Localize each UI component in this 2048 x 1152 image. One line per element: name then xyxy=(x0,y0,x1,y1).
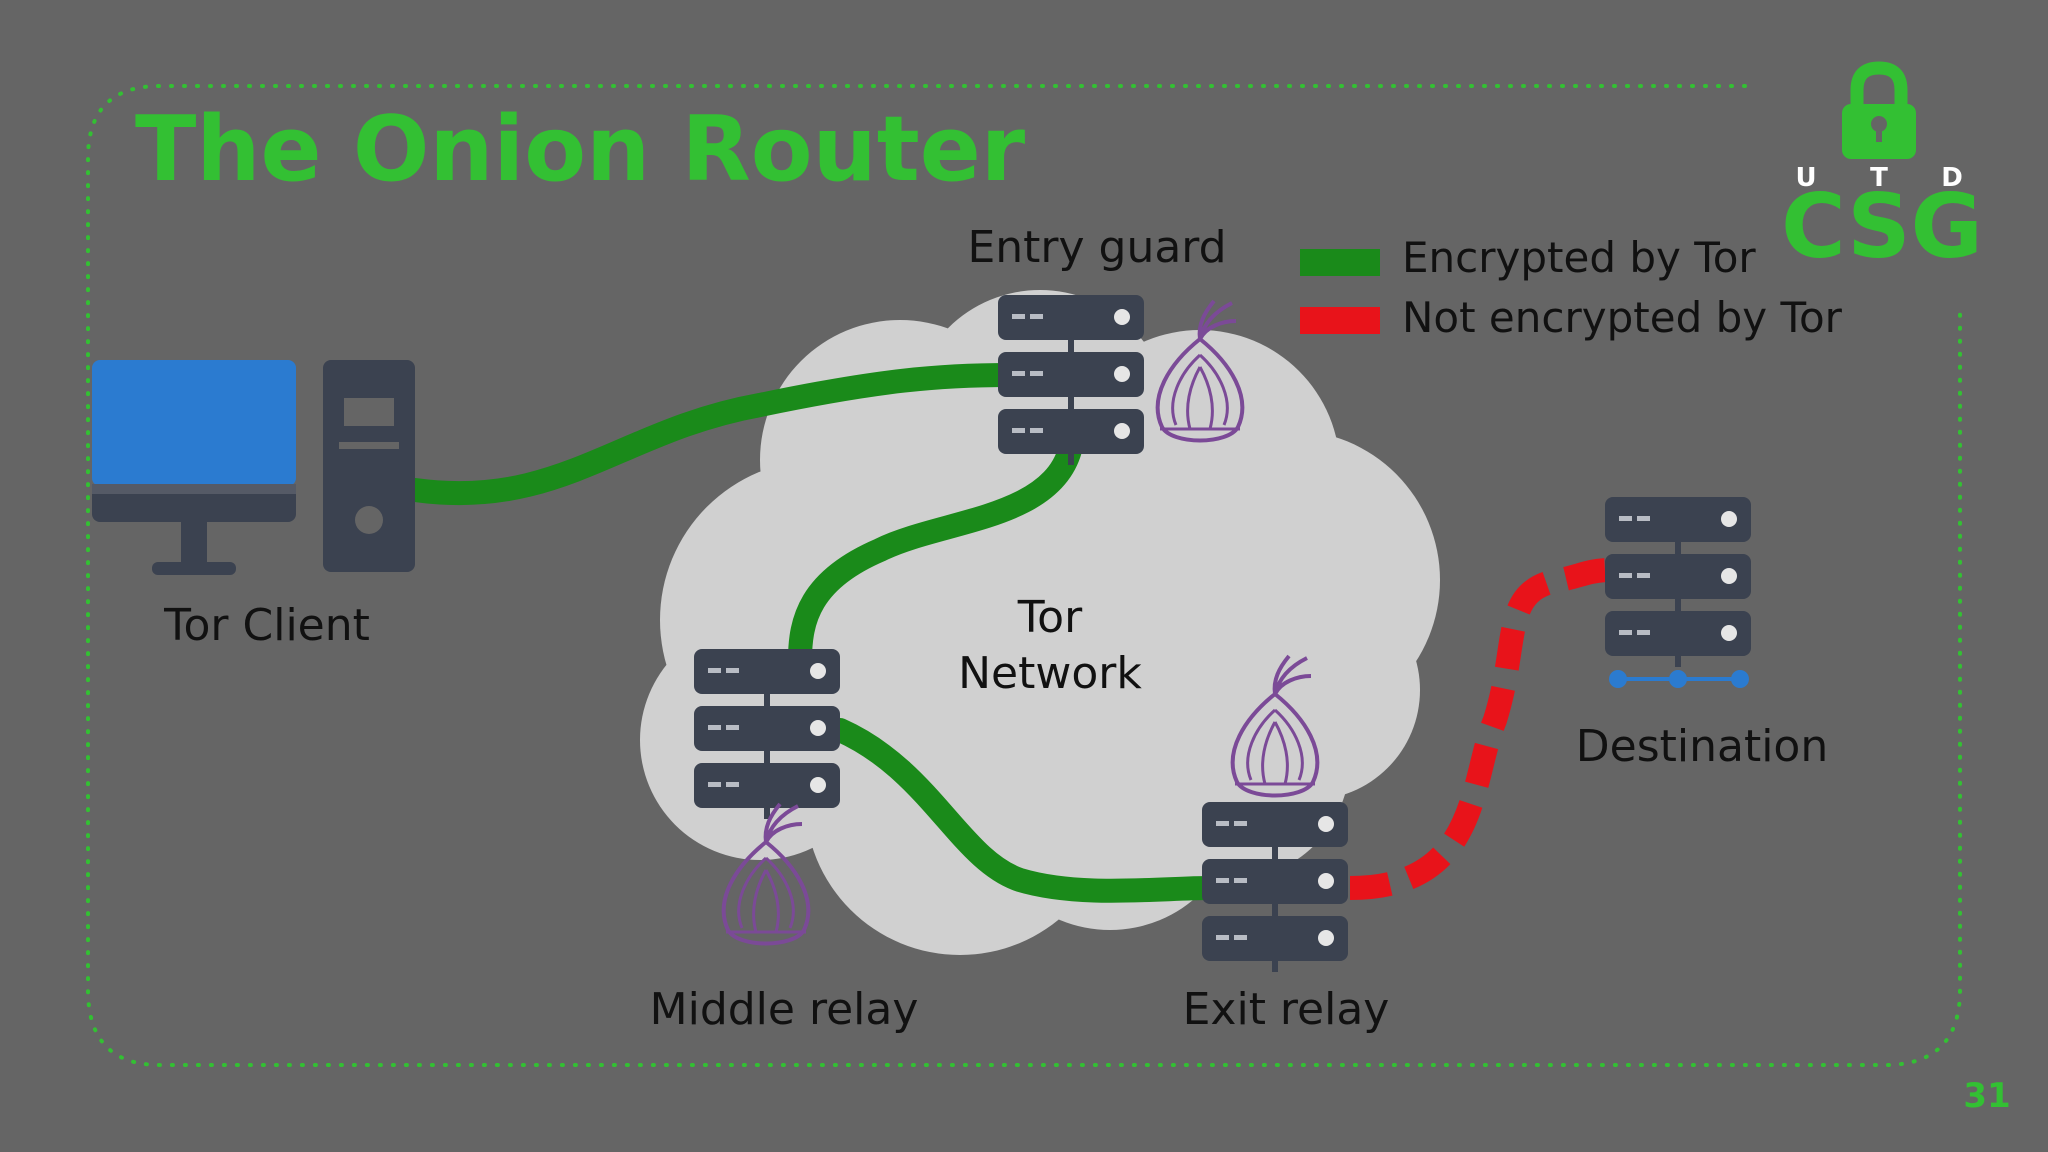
legend-swatch-unencrypted xyxy=(1300,307,1380,334)
monitor-screen xyxy=(92,360,296,486)
node-label-destination: Destination xyxy=(1576,721,1828,772)
link-exit-destination xyxy=(1349,558,1611,900)
node-label-client: Tor Client xyxy=(163,600,370,651)
logo-letter-u: U xyxy=(1795,163,1816,193)
destination-network-connector xyxy=(1609,670,1749,688)
legend-label-unencrypted: Not encrypted by Tor xyxy=(1402,293,1843,342)
lock-icon xyxy=(1842,61,1916,159)
utd-csg-logo: U T D CSG xyxy=(1781,61,1983,278)
node-label-middle: Middle relay xyxy=(650,984,919,1035)
logo-letter-d: D xyxy=(1941,163,1963,193)
server-icon-middle xyxy=(694,649,840,819)
network-label-line1: Tor xyxy=(1017,592,1083,643)
computer-tower xyxy=(323,360,415,572)
link-middle-exit xyxy=(828,718,1222,903)
page-title: The Onion Router xyxy=(135,97,1026,202)
server-icon-destination xyxy=(1605,497,1751,667)
logo-name: CSG xyxy=(1781,175,1983,278)
node-label-exit: Exit relay xyxy=(1183,984,1390,1035)
legend-label-encrypted: Encrypted by Tor xyxy=(1402,233,1756,282)
encrypted-links xyxy=(403,363,1222,903)
link-client-entry xyxy=(403,363,1022,506)
legend-swatch-encrypted xyxy=(1300,249,1380,276)
legend: Encrypted by Tor Not encrypted by Tor xyxy=(1300,233,1843,342)
network-label-line2: Network xyxy=(958,648,1142,699)
dotted-frame xyxy=(86,84,1962,1067)
server-icon-entry xyxy=(998,295,1144,465)
node-label-entry: Entry guard xyxy=(967,222,1226,273)
computer-icon xyxy=(92,360,415,575)
server-icon-exit xyxy=(1202,802,1348,972)
logo-letter-t: T xyxy=(1870,163,1888,193)
link-entry-middle xyxy=(788,438,1082,672)
page-number: 31 xyxy=(1963,1076,2010,1116)
